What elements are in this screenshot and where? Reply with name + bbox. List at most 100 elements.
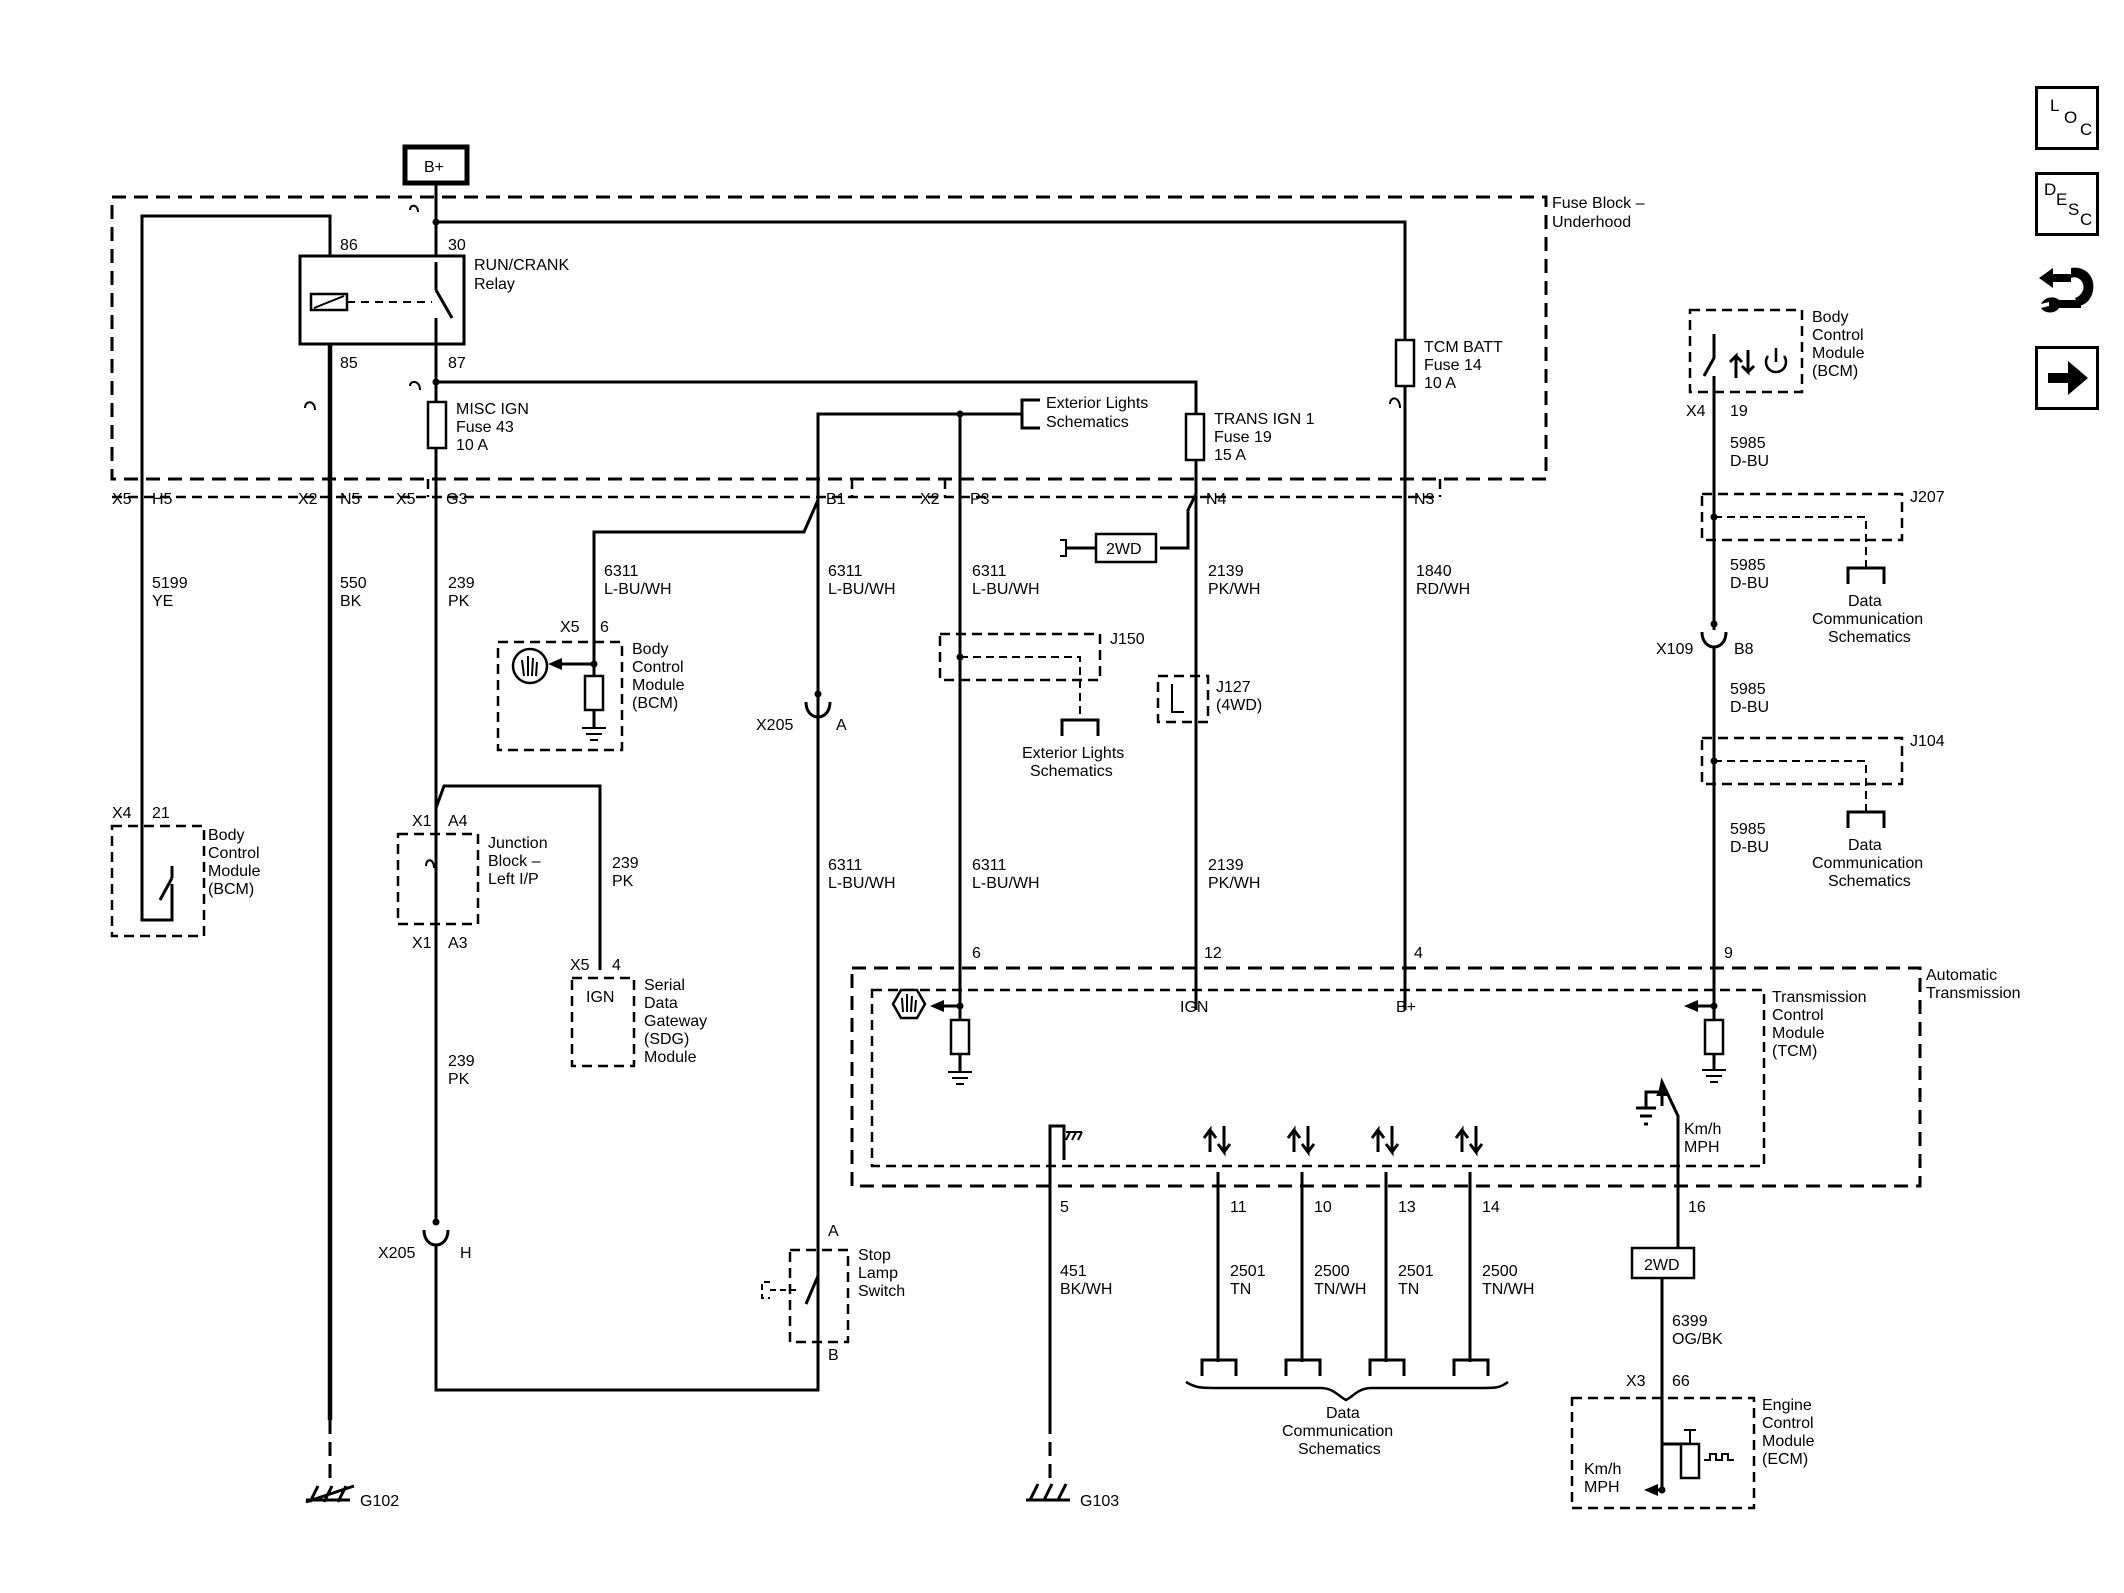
bcm-right-label-4: (BCM) (1812, 363, 1858, 380)
bplus-source-label: B+ (424, 159, 444, 176)
description-button[interactable]: D E S C (2035, 172, 2099, 236)
trans-fuse-label-1: TRANS IGN 1 (1214, 411, 1315, 428)
junction-block (396, 832, 480, 926)
data-bracket-10 (1284, 1358, 1322, 1376)
g102-label: G102 (360, 1493, 399, 1510)
ecm-label-4: (ECM) (1762, 1451, 1808, 1468)
wire-6311-a-num: 6311 (604, 563, 639, 580)
j127-splice (1156, 674, 1210, 724)
jb-x1-bottom: X1 (412, 935, 432, 952)
x205-a-connector (804, 701, 832, 719)
jb-a4: A4 (448, 813, 468, 830)
ecm-input-arrow (1644, 1484, 1658, 1496)
relay-pin-85: 85 (340, 355, 358, 372)
desc-letter-e: E (2056, 190, 2068, 209)
wire-239-sdg (434, 784, 602, 970)
wire-1840-color: RD/WH (1416, 581, 1470, 598)
j104-data-2: Communication (1812, 855, 1923, 872)
stop-lamp-pin-a: A (828, 1223, 839, 1240)
ecm-node (1658, 1486, 1666, 1494)
relay-label-line2: Relay (474, 276, 515, 293)
wire-451-bkwh (1048, 1124, 1066, 1420)
trans-fuse-out (1160, 460, 1198, 550)
wire-6311-d-color: L-BU/WH (828, 875, 896, 892)
arrow-right-icon (2048, 361, 2088, 395)
wire-2501-b-color: TN (1398, 1281, 1419, 1298)
wire-6311-b-num: 6311 (828, 563, 863, 580)
sdg-ign-label: IGN (586, 989, 614, 1006)
conn-p3: P3 (970, 491, 990, 508)
ecm-module (1570, 1396, 1756, 1510)
fuse-block-label-line2: Underhood (1552, 214, 1631, 231)
j207-data-1: Data (1848, 593, 1882, 610)
tcm-pin-16: 16 (1688, 1199, 1706, 1216)
ecm-label-2: Control (1762, 1415, 1814, 1432)
speed-switch-ground (1636, 1106, 1656, 1126)
wire-5985-a-color: D-BU (1730, 453, 1769, 470)
tcm-ign-label: IGN (1180, 999, 1208, 1016)
wire-6311-c-color: L-BU/WH (972, 581, 1040, 598)
loc-letter-o: O (2064, 108, 2078, 127)
relay-contact-arm (434, 289, 454, 319)
relay-label: RUN/CRANK (474, 257, 569, 274)
next-page-button[interactable] (2035, 346, 2099, 410)
j207-label: J207 (1910, 489, 1945, 506)
terminal-mark-n5 (304, 401, 316, 411)
tcm-pin-9: 9 (1724, 945, 1733, 962)
terminal-mark-87 (409, 380, 421, 391)
j150-link (960, 656, 1081, 720)
stop-lamp-label-2: Lamp (858, 1265, 898, 1282)
sdg-label-4: (SDG) (644, 1031, 689, 1048)
j104-splice-pack (1700, 736, 1904, 786)
j207-splice-pack (1700, 492, 1904, 542)
x205-h-pin-label: H (460, 1245, 472, 1262)
conn-n4: N4 (1206, 491, 1227, 508)
wire-6311-b-color: L-BU/WH (828, 581, 896, 598)
bcm-x4-pin: 21 (152, 805, 170, 822)
tcm-6311-ground (948, 1071, 972, 1085)
ign-bus-wire (436, 380, 1198, 418)
j104-data-3: Schematics (1828, 873, 1911, 890)
fuse-block-label: Fuse Block – (1552, 195, 1645, 212)
ext-lights-label-1: Exterior Lights (1046, 395, 1148, 412)
bcm-x4-label-1: Body (208, 827, 244, 844)
bottom-data-label-2: Communication (1282, 1423, 1393, 1440)
tcm-pin-10: 10 (1314, 1199, 1332, 1216)
conn-b1: B1 (826, 491, 846, 508)
tcm-fuse-label-2: Fuse 14 (1424, 357, 1482, 374)
relay-coil-diag (313, 295, 345, 309)
hand-fingers-1 (521, 656, 538, 677)
automatic-transmission-outline (850, 966, 1922, 1188)
wire-2139-b-num: 2139 (1208, 857, 1244, 874)
wire-6311-d-num: 6311 (828, 857, 863, 874)
stop-lamp-actuator (761, 1281, 798, 1299)
j104-bracket (1846, 810, 1886, 828)
wire-2139-a-num: 2139 (1208, 563, 1244, 580)
conn-n5: N5 (340, 491, 361, 508)
ecm-label-1: Engine (1762, 1397, 1812, 1414)
g103-label: G103 (1080, 1493, 1119, 1510)
wire-239-c-num: 239 (448, 1053, 475, 1070)
bcm-x4-switch (158, 877, 174, 901)
location-button[interactable]: L O C (2035, 86, 2099, 150)
bcm-x4-loop (140, 826, 174, 922)
tcm-label-4: (TCM) (1772, 1043, 1817, 1060)
j207-data-3: Schematics (1828, 629, 1911, 646)
g102-ground-icon (305, 1484, 355, 1504)
j127-label-2: (4WD) (1216, 697, 1262, 714)
tcm-pin-4: 4 (1414, 945, 1423, 962)
connector-tool-button[interactable] (2035, 260, 2099, 324)
wire-6399-color: OG/BK (1672, 1331, 1723, 1348)
j150-splice-pack (938, 632, 1102, 682)
bcm-x5-label-2: Control (632, 659, 684, 676)
wire-5985-b-color: D-BU (1730, 575, 1769, 592)
ecm-pullup (1684, 1429, 1696, 1444)
x205-h-conn-label: X205 (378, 1245, 415, 1262)
wire-239-color: PK (448, 593, 470, 610)
wire-2501-a-num: 2501 (1230, 1263, 1266, 1280)
conn-x5-b: X5 (396, 491, 416, 508)
tcm-pin-13: 13 (1398, 1199, 1416, 1216)
tcm-pin-14: 14 (1482, 1199, 1500, 1216)
bottom-data-label-1: Data (1326, 1405, 1360, 1422)
bcm-x5-resistor (583, 674, 605, 712)
